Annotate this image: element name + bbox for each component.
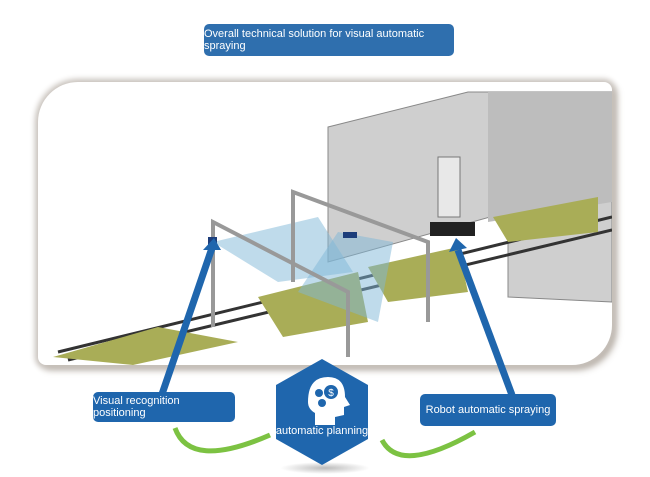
pallet — [368, 247, 468, 302]
svg-text:$: $ — [328, 388, 334, 399]
camera-field-of-view — [298, 232, 393, 322]
diagram-title: Overall technical solution for visual au… — [204, 24, 454, 56]
pointer-arrow-robot — [454, 248, 516, 397]
step-robot-spraying: Robot automatic spraying — [420, 394, 556, 426]
scene-drawing — [53, 91, 612, 365]
pallet — [493, 197, 598, 242]
head-gears-icon: $ — [308, 377, 350, 425]
step-visual-recognition: Visual recognition positioning — [93, 392, 235, 422]
hexagon-badge: $ — [276, 359, 368, 465]
flow-arrow-1 — [172, 427, 272, 454]
pallet — [53, 327, 238, 365]
production-line-illustration — [38, 82, 612, 365]
robot-arm — [437, 156, 461, 218]
camera-gantry — [211, 218, 350, 357]
hex-shadow — [280, 462, 370, 474]
pointer-arrow-camera — [156, 246, 216, 402]
arrowhead — [449, 238, 467, 252]
arrowhead — [203, 238, 221, 250]
camera-gantry — [291, 189, 430, 322]
flow-arrow-2 — [379, 429, 477, 459]
robot-base — [430, 222, 475, 236]
camera — [343, 232, 357, 238]
booth-back-wall — [488, 92, 612, 222]
step-automatic-planning: automatic planning — [275, 425, 369, 437]
